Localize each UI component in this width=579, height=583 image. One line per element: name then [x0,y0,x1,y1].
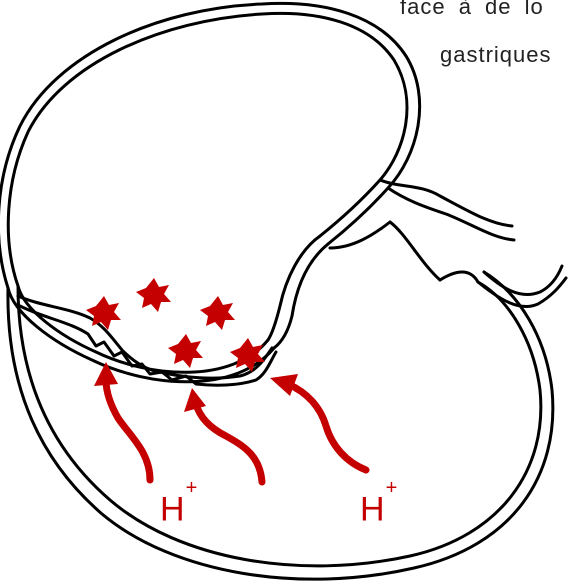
star-burst-icon [86,296,121,330]
arrowhead-icon [270,374,298,396]
ion-charge: + [186,477,198,499]
curved-arrow-icon [106,380,150,480]
star-burst-icon [168,334,203,368]
hydrogen-ion-label-right: H+ [360,485,397,526]
curved-arrow-icon [288,384,366,470]
ion-symbol: H [360,490,385,528]
arrowhead-icon [94,362,118,386]
star-burst-icon [136,278,171,312]
duodenum [268,180,566,348]
hydrogen-ion-label-left: H+ [160,485,197,526]
curved-arrow-icon [196,404,262,482]
ion-charge: + [386,477,398,499]
star-burst-icon [230,338,265,372]
arrowhead-icon [184,388,206,412]
acid-arrows [106,380,366,482]
ion-symbol: H [160,490,185,528]
star-burst-icon [200,296,235,330]
stomach-outer-wall [0,3,420,381]
